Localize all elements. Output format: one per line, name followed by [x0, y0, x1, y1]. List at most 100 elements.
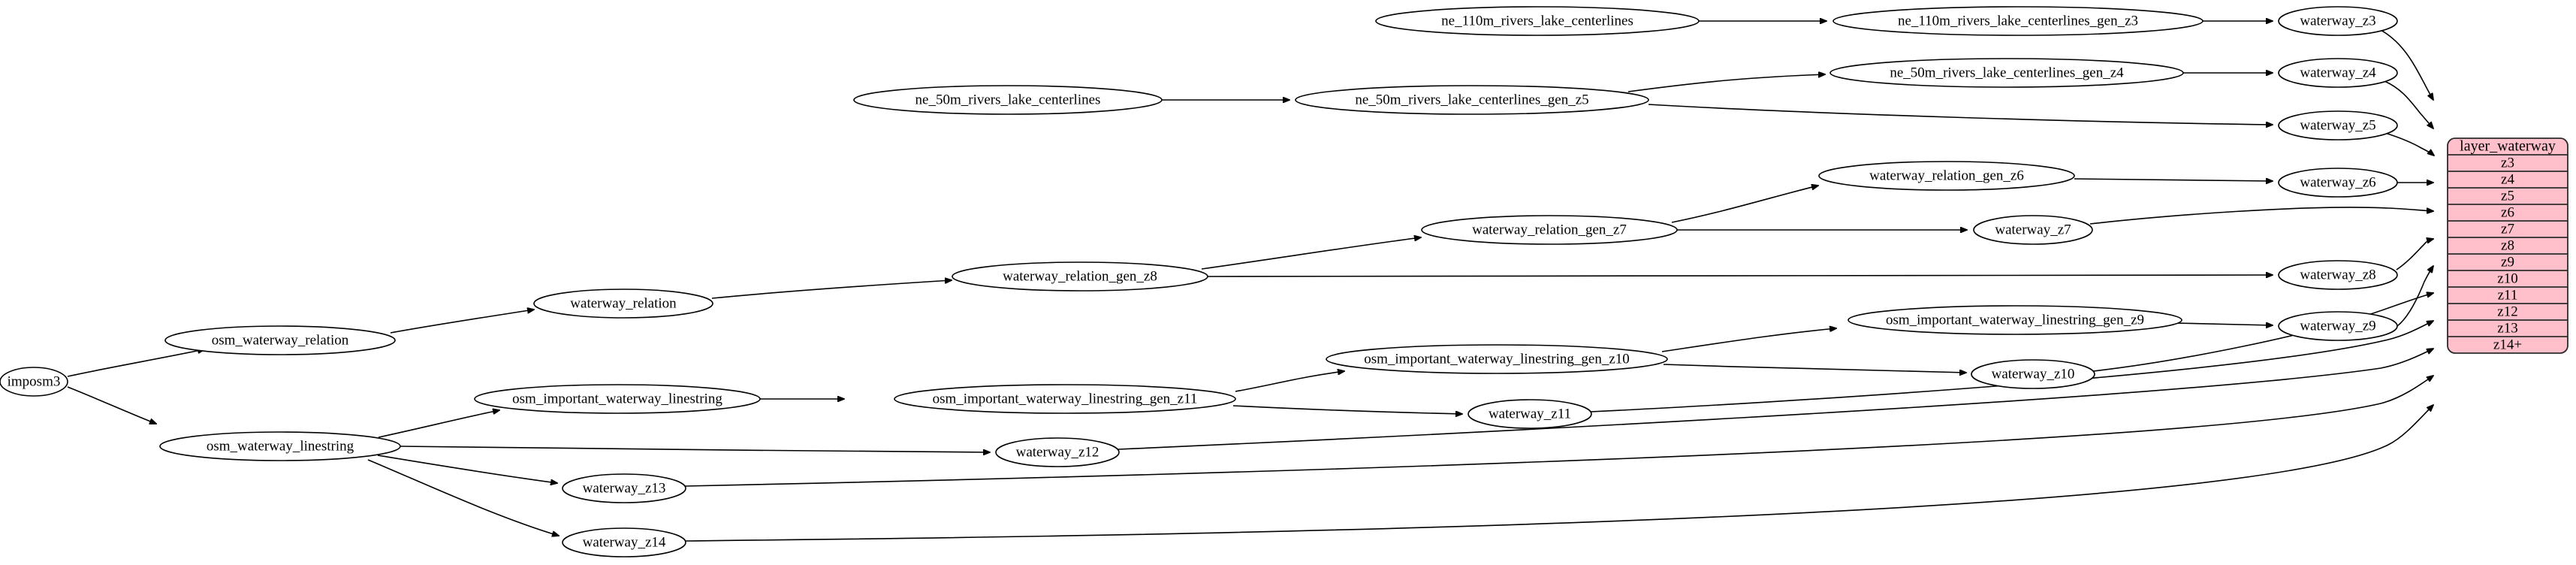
- node-ellipse[interactable]: [562, 473, 686, 503]
- node-ellipse[interactable]: [853, 85, 1163, 115]
- node-ellipse[interactable]: [1832, 6, 2203, 36]
- graph-edge: [2397, 266, 2433, 327]
- graph-edge: [1235, 371, 1344, 392]
- graph-node-waterway_z10[interactable]: waterway_z10: [1971, 359, 2095, 389]
- node-ellipse[interactable]: [562, 527, 686, 557]
- graph-edge: [2396, 239, 2433, 270]
- graph-node-osm_important_waterway_linestring[interactable]: osm_important_waterway_linestring: [474, 384, 761, 414]
- graph-edge: [378, 410, 499, 438]
- graph-node-waterway_relation_gen_z7[interactable]: waterway_relation_gen_z7: [1421, 215, 1678, 245]
- graph-node-waterway_z5[interactable]: waterway_z5: [2278, 110, 2398, 140]
- record-background: [2447, 137, 2568, 354]
- edge-path: [2089, 207, 2433, 225]
- graph-edge: [367, 459, 559, 536]
- edge-path: [2384, 80, 2433, 128]
- graph-edge: [1671, 186, 1818, 223]
- graph-edge: [2380, 29, 2433, 100]
- node-ellipse[interactable]: [952, 261, 1208, 292]
- edge-path: [2397, 266, 2433, 327]
- graph-node-ne_110m_rivers_lake_centerlines[interactable]: ne_110m_rivers_lake_centerlines: [1375, 6, 1700, 36]
- edge-path: [684, 405, 2433, 542]
- graph-node-ne_50m_rivers_lake_centerlines[interactable]: ne_50m_rivers_lake_centerlines: [853, 85, 1163, 115]
- node-ellipse[interactable]: [2278, 168, 2398, 198]
- node-ellipse[interactable]: [1818, 161, 2075, 191]
- node-ellipse[interactable]: [164, 325, 396, 355]
- graph-edge: [2384, 80, 2433, 128]
- node-ellipse[interactable]: [1848, 305, 2182, 335]
- node-ellipse[interactable]: [2278, 110, 2398, 140]
- node-ellipse[interactable]: [894, 384, 1236, 414]
- graph-node-waterway_z8[interactable]: waterway_z8: [2278, 260, 2398, 290]
- graph-node-waterway_z4[interactable]: waterway_z4: [2278, 58, 2398, 88]
- edge-path: [378, 410, 499, 438]
- graph-edge: [1648, 104, 2273, 125]
- graph-edge: [2384, 132, 2434, 156]
- graph-edge: [1663, 364, 1966, 373]
- graph-edge: [684, 376, 2433, 487]
- graph-edge: [2174, 323, 2273, 325]
- record-node-layer_waterway[interactable]: layer_waterwayz3z4z5z6z7z8z9z10z11z12z13…: [2447, 137, 2568, 354]
- graph-node-imposm3[interactable]: imposm3: [0, 367, 68, 397]
- graph-node-ne_50m_rivers_lake_centerlines_gen_z4[interactable]: ne_50m_rivers_lake_centerlines_gen_z4: [1829, 58, 2184, 88]
- edge-path: [2396, 239, 2433, 270]
- graph-edge: [1118, 349, 2433, 450]
- graph-node-osm_important_waterway_linestring_gen_z10[interactable]: osm_important_waterway_linestring_gen_z1…: [1326, 344, 1668, 374]
- edge-path: [711, 280, 952, 299]
- node-ellipse[interactable]: [159, 431, 401, 461]
- graph-node-waterway_relation_gen_z6[interactable]: waterway_relation_gen_z6: [1818, 161, 2075, 191]
- node-ellipse[interactable]: [1295, 85, 1649, 115]
- graph-node-waterway_relation[interactable]: waterway_relation: [533, 289, 713, 319]
- edge-path: [67, 349, 204, 377]
- graph-node-waterway_z3[interactable]: waterway_z3: [2278, 6, 2398, 36]
- graph-node-osm_waterway_relation[interactable]: osm_waterway_relation: [164, 325, 396, 355]
- node-ellipse[interactable]: [2278, 6, 2398, 36]
- graph-edge: [67, 386, 156, 424]
- graph-edge: [2074, 179, 2273, 181]
- graph-edge: [67, 349, 204, 377]
- graph-edge: [684, 405, 2433, 542]
- node-ellipse[interactable]: [1326, 344, 1668, 374]
- edge-path: [1590, 321, 2433, 412]
- node-ellipse[interactable]: [1973, 215, 2093, 245]
- nodes-layer: imposm3 osm_waterway_relation osm_waterway…: [0, 6, 2398, 557]
- node-ellipse[interactable]: [474, 384, 761, 414]
- graph-node-ne_50m_rivers_lake_centerlines_gen_z5[interactable]: ne_50m_rivers_lake_centerlines_gen_z5: [1295, 85, 1649, 115]
- edge-path: [1627, 74, 1825, 92]
- graph-node-waterway_z6[interactable]: waterway_z6: [2278, 168, 2398, 198]
- edge-path: [67, 386, 156, 424]
- node-ellipse[interactable]: [1421, 215, 1678, 245]
- edge-path: [377, 455, 557, 483]
- graph-node-waterway_z9[interactable]: waterway_z9: [2278, 311, 2398, 341]
- graph-node-osm_important_waterway_linestring_gen_z9[interactable]: osm_important_waterway_linestring_gen_z9: [1848, 305, 2182, 335]
- node-ellipse[interactable]: [0, 367, 68, 397]
- record-node-layer: layer_waterwayz3z4z5z6z7z8z9z10z11z12z13…: [2447, 137, 2568, 354]
- graph-node-waterway_z7[interactable]: waterway_z7: [1973, 215, 2093, 245]
- edge-path: [2074, 179, 2273, 181]
- graph-edge: [390, 310, 534, 334]
- edge-path: [2174, 323, 2273, 325]
- graph-node-waterway_z11[interactable]: waterway_z11: [1467, 399, 1592, 429]
- node-ellipse[interactable]: [1971, 359, 2095, 389]
- edge-path: [2384, 132, 2434, 156]
- graph-node-osm_waterway_linestring[interactable]: osm_waterway_linestring: [159, 431, 401, 461]
- node-ellipse[interactable]: [995, 437, 1120, 467]
- node-ellipse[interactable]: [2278, 260, 2398, 290]
- graph-node-waterway_z14[interactable]: waterway_z14: [562, 527, 686, 557]
- node-ellipse[interactable]: [1467, 399, 1592, 429]
- graph-node-ne_110m_rivers_lake_centerlines_gen_z3[interactable]: ne_110m_rivers_lake_centerlines_gen_z3: [1832, 6, 2203, 36]
- node-ellipse[interactable]: [2278, 58, 2398, 88]
- graph-edge: [1232, 405, 1462, 414]
- edge-path: [1118, 349, 2433, 450]
- node-ellipse[interactable]: [533, 289, 713, 319]
- node-ellipse[interactable]: [2278, 311, 2398, 341]
- graph-edge: [400, 446, 990, 452]
- graph-node-waterway_z12[interactable]: waterway_z12: [995, 437, 1120, 467]
- graph-node-waterway_z13[interactable]: waterway_z13: [562, 473, 686, 503]
- graph-edge: [377, 455, 557, 483]
- node-ellipse[interactable]: [1829, 58, 2184, 88]
- graph-node-osm_important_waterway_linestring_gen_z11[interactable]: osm_important_waterway_linestring_gen_z1…: [894, 384, 1236, 414]
- node-ellipse[interactable]: [1375, 6, 1700, 36]
- graph-node-waterway_relation_gen_z8[interactable]: waterway_relation_gen_z8: [952, 261, 1208, 292]
- edge-path: [390, 310, 534, 334]
